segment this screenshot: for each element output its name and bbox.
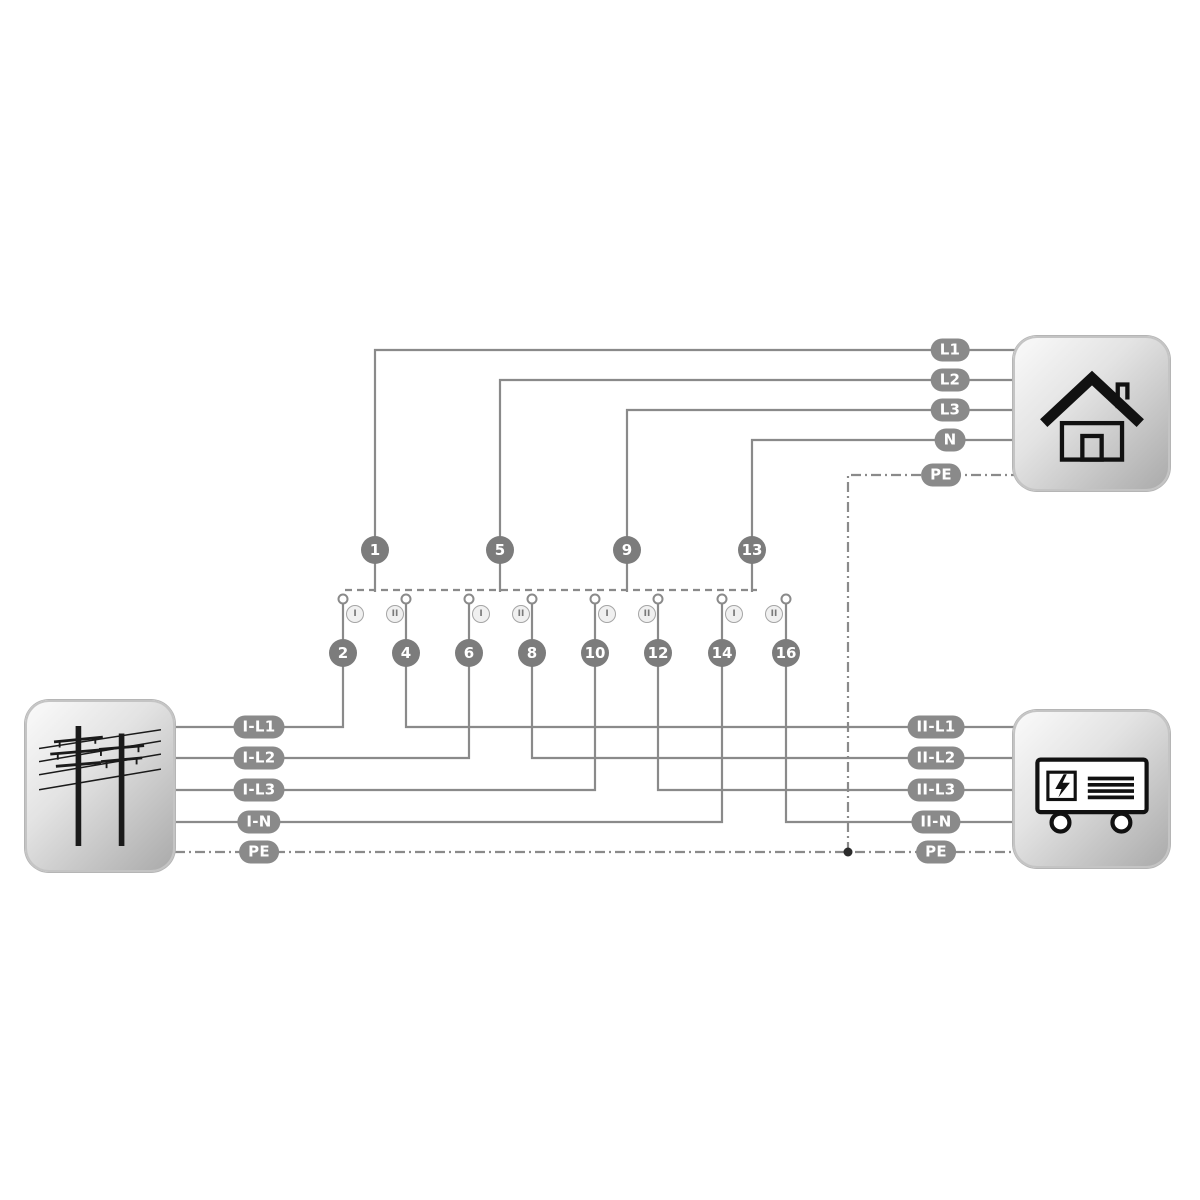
contact-marker-2-i: I	[472, 605, 490, 623]
wire-common-l2	[498, 378, 1016, 592]
wire-common-l3	[625, 408, 1016, 592]
source2-label-l2: II-L2	[907, 746, 965, 770]
power-grid-box	[25, 700, 175, 872]
contact-marker-4-i: I	[725, 605, 743, 623]
source1-label-l2: I-L2	[233, 746, 285, 770]
source1-label-n: I-N	[237, 810, 281, 834]
contact-marker-3-ii: II	[638, 605, 656, 623]
source2-label-l1: II-L1	[907, 715, 965, 739]
terminal-9: 9	[613, 536, 641, 564]
terminal-13: 13	[738, 536, 766, 564]
output-label-l3: L3	[930, 398, 970, 422]
power-grid-icon	[39, 725, 161, 847]
source2-label-l3: II-L3	[907, 778, 965, 802]
terminal-8: 8	[518, 639, 546, 667]
contact-marker-1-i: I	[346, 605, 364, 623]
wire-i-l1	[175, 603, 345, 729]
terminal-2: 2	[329, 639, 357, 667]
wire-ii-l1	[404, 603, 1016, 729]
contact-marker-2-ii: II	[512, 605, 530, 623]
house-box	[1013, 336, 1170, 491]
contact-marker-3-i: I	[598, 605, 616, 623]
output-label-l2: L2	[930, 368, 970, 392]
source1-label-l1: I-L1	[233, 715, 285, 739]
source1-label-l3: I-L3	[233, 778, 285, 802]
wire-i-n	[175, 603, 724, 824]
wire-common-l1	[373, 348, 1016, 592]
terminal-14: 14	[708, 639, 736, 667]
terminal-12: 12	[644, 639, 672, 667]
source2-label-pe: PE	[916, 840, 956, 864]
pe-junction-dot	[843, 847, 853, 857]
terminal-6: 6	[455, 639, 483, 667]
wire-i-l2	[175, 603, 471, 760]
terminal-5: 5	[486, 536, 514, 564]
contact-marker-1-ii: II	[386, 605, 404, 623]
terminal-4: 4	[392, 639, 420, 667]
output-label-n: N	[934, 428, 966, 452]
output-label-pe: PE	[921, 463, 961, 487]
contact-points	[337, 593, 792, 605]
terminal-10: 10	[581, 639, 609, 667]
generator-box	[1013, 710, 1170, 868]
generator-icon	[1034, 757, 1149, 834]
source2-label-n: II-N	[911, 810, 961, 834]
wire-common-n	[750, 438, 1016, 592]
output-label-l1: L1	[930, 338, 970, 362]
source1-label-pe: PE	[239, 840, 279, 864]
house-icon	[1039, 370, 1144, 462]
terminal-1: 1	[361, 536, 389, 564]
contact-marker-4-ii: II	[765, 605, 783, 623]
terminal-16: 16	[772, 639, 800, 667]
